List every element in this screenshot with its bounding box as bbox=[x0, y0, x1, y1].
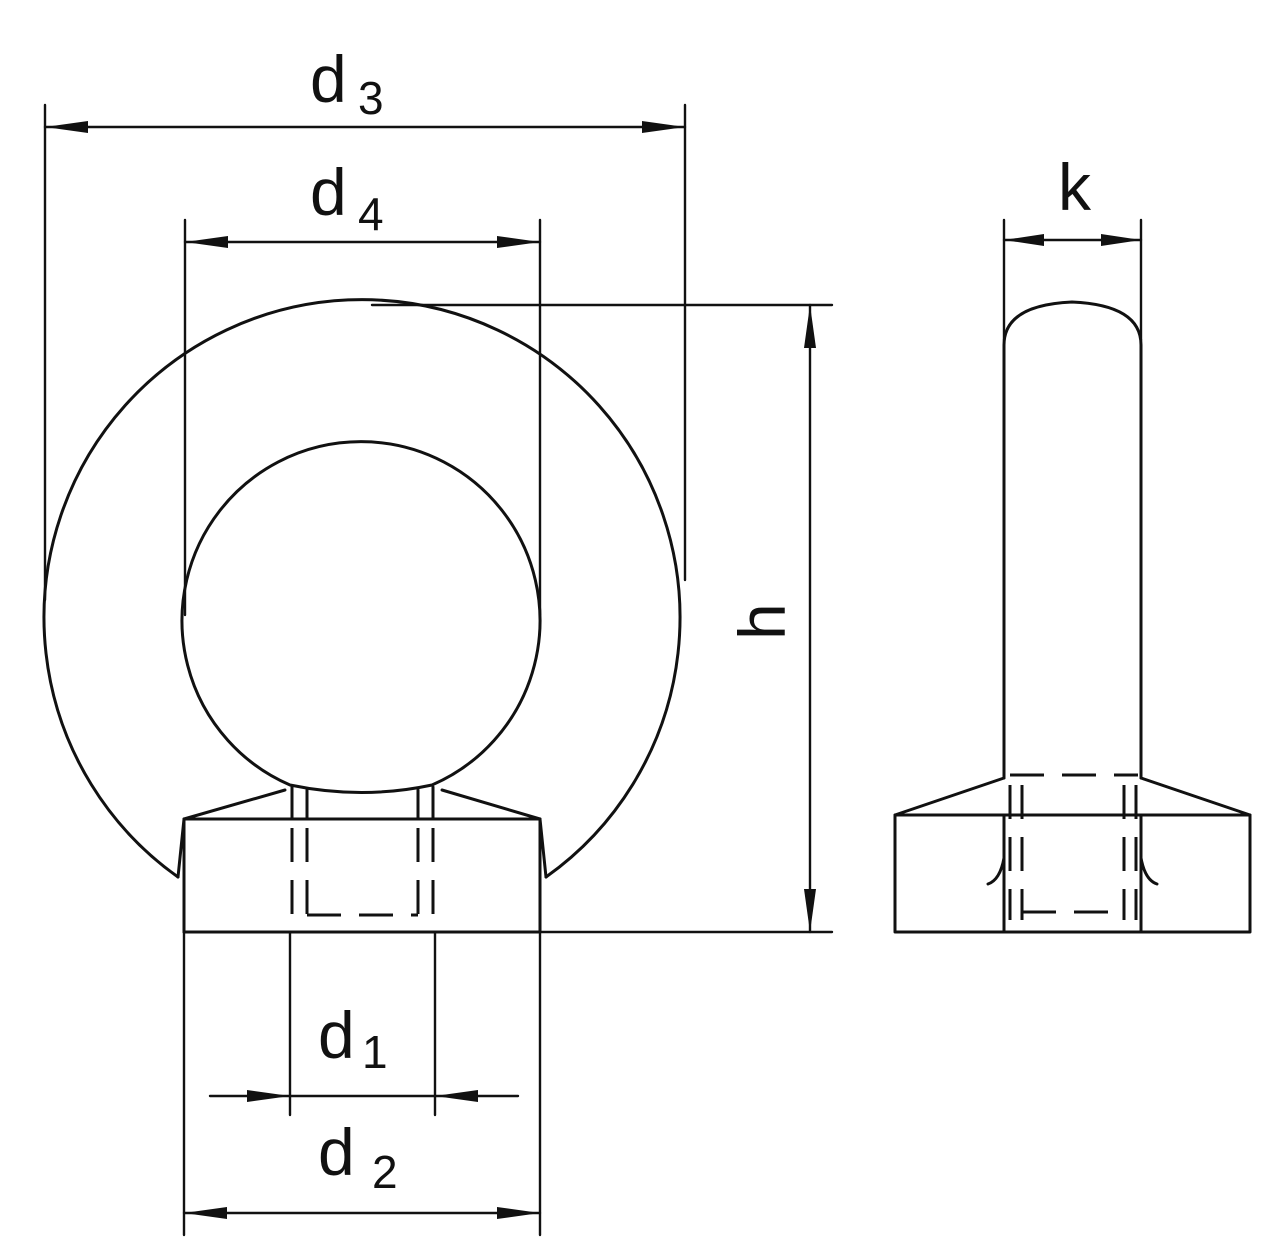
collar-outline bbox=[176, 788, 548, 879]
dimension-d1: d 1 bbox=[208, 930, 520, 1117]
d4-label-subscript: 4 bbox=[358, 188, 384, 240]
k-arrow-right bbox=[1101, 234, 1141, 246]
d4-arrow-left bbox=[185, 236, 228, 248]
outer-ring-outline bbox=[42, 298, 682, 879]
d1-arrow-left bbox=[247, 1090, 290, 1102]
d1-arrow-right bbox=[435, 1090, 478, 1102]
side-thread-end-right bbox=[1139, 856, 1159, 886]
d3-arrow-right bbox=[642, 121, 685, 133]
d3-label: d bbox=[310, 42, 347, 116]
side-shank-outline bbox=[1002, 300, 1143, 780]
dimension-d2: d 2 bbox=[182, 930, 542, 1237]
d1-label: d bbox=[318, 998, 355, 1072]
side-view bbox=[893, 300, 1252, 934]
h-arrow-bottom bbox=[804, 889, 816, 932]
d3-label-subscript: 3 bbox=[358, 72, 384, 124]
front-view bbox=[42, 298, 682, 934]
d4-label: d bbox=[310, 155, 347, 229]
d2-arrow-left bbox=[184, 1207, 227, 1219]
d4-arrow-right bbox=[497, 236, 540, 248]
d2-label: d bbox=[318, 1115, 355, 1189]
d1-label-subscript: 1 bbox=[362, 1026, 388, 1078]
side-thread-end-left bbox=[986, 856, 1006, 886]
dimension-k: k bbox=[1002, 150, 1143, 342]
d2-arrow-right bbox=[497, 1207, 540, 1219]
k-label: k bbox=[1058, 150, 1092, 224]
dimension-h: h bbox=[370, 303, 834, 934]
dimension-d4: d 4 bbox=[183, 155, 542, 617]
d3-arrow-left bbox=[45, 121, 88, 133]
dimension-d3: d 3 bbox=[43, 42, 687, 602]
side-base-outline bbox=[893, 813, 1252, 934]
h-arrow-top bbox=[804, 305, 816, 348]
h-label: h bbox=[725, 603, 799, 640]
inner-ring-outline bbox=[180, 440, 542, 794]
side-collar-outline bbox=[893, 776, 1252, 817]
d2-label-subscript: 2 bbox=[372, 1146, 398, 1198]
k-arrow-left bbox=[1004, 234, 1044, 246]
